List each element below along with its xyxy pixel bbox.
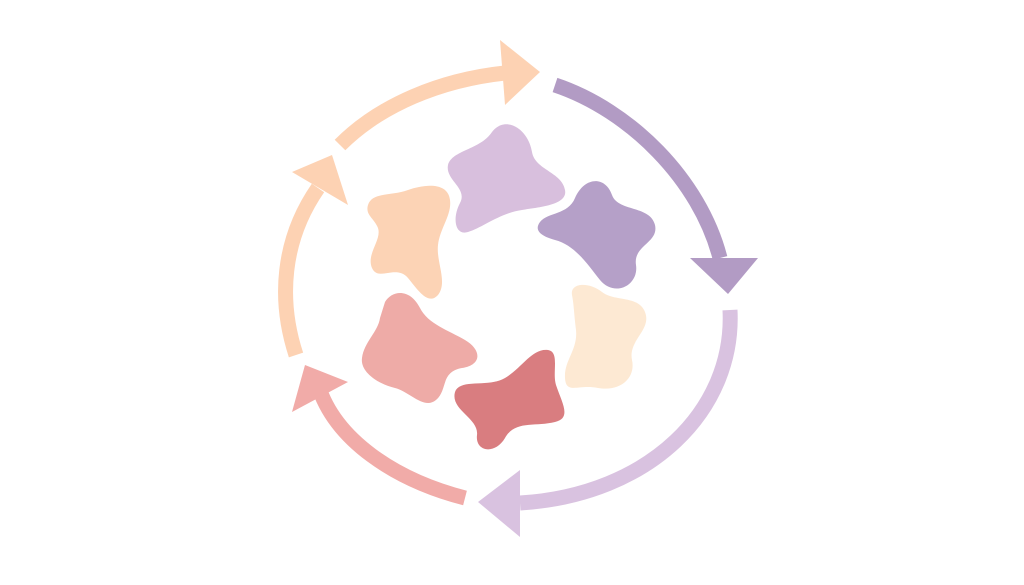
arrow-right-purple (552, 77, 758, 294)
center-blobs (361, 124, 656, 450)
cycle-arrows (278, 40, 758, 537)
blob-top (447, 124, 566, 233)
blob-upper-right (537, 181, 656, 289)
blob-right (564, 284, 647, 389)
arrow-upper-left-peach (278, 155, 348, 358)
arrow-top-peach (334, 40, 540, 151)
blob-upper-left (367, 185, 451, 299)
arrow-left-pink (292, 365, 467, 506)
blob-left (361, 292, 478, 403)
blob-bottom (454, 349, 565, 450)
arrow-bottom-lilac (478, 309, 738, 537)
